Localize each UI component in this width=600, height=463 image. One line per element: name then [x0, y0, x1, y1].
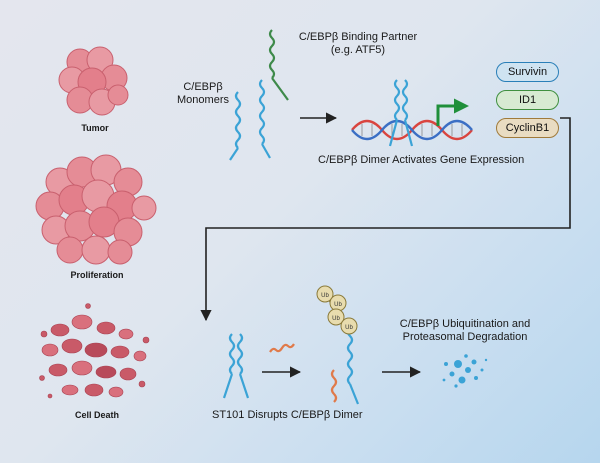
binding-partner-label-line1: C/EBPβ Binding Partner [298, 31, 418, 43]
cell-death-fragments [39, 303, 150, 399]
ubiquitin-label: Ub [321, 293, 329, 299]
proliferation-cell-cluster [35, 154, 157, 265]
monomer-helix-right [258, 79, 271, 159]
disrupt-caption: ST101 Disrupts C/EBPβ Dimer [212, 409, 363, 421]
displaced-peptide-helix [330, 369, 338, 403]
st101-peptide [269, 343, 295, 353]
gene-pill-cyclinb1: CyclinB1 [496, 118, 559, 138]
ubiquitin-label: Ub [345, 325, 353, 331]
transcription-arrow [436, 98, 469, 126]
gene-pill-survivin: Survivin [496, 62, 559, 82]
degradation-caption: C/EBPβ Ubiquitination and Proteasomal De… [390, 318, 540, 344]
ubiquitinated-monomer-helix [346, 327, 360, 405]
proliferation-label: Proliferation [70, 270, 124, 280]
degradation-caption-line1: C/EBPβ Ubiquitination and [399, 318, 531, 330]
binding-partner-helix [268, 29, 289, 101]
monomers-label: C/EBPβ Monomers [168, 81, 238, 107]
gene-name: ID1 [518, 94, 537, 106]
cell-death-label: Cell Death [74, 410, 119, 420]
ubiquitin-label: Ub [332, 316, 340, 322]
gene-pill-id1: ID1 [496, 90, 559, 110]
binding-partner-label: C/EBPβ Binding Partner (e.g. ATF5) [288, 31, 428, 57]
gene-name: Survivin [507, 66, 548, 78]
monomers-label-line2: Monomers [177, 94, 229, 106]
dna-double-helix [351, 119, 473, 141]
dimer-helix-on-dna [388, 79, 414, 147]
monomers-label-line1: C/EBPβ [183, 81, 223, 93]
binding-partner-label-line2: (e.g. ATF5) [330, 44, 386, 56]
monomer-helix-left [229, 91, 242, 161]
ubiquitin-chain: Ub Ub Ub Ub [316, 285, 358, 335]
ubiquitin-label: Ub [334, 302, 342, 308]
tumor-label: Tumor [81, 123, 109, 133]
gene-name: CyclinB1 [505, 122, 550, 134]
degraded-fragments [442, 354, 488, 388]
degradation-caption-line2: Proteasomal Degradation [402, 331, 528, 343]
flow-connector-arrow [200, 117, 571, 322]
bottom-dimer-helix [222, 333, 250, 399]
dimer-caption: C/EBPβ Dimer Activates Gene Expression [318, 154, 525, 166]
tumor-cell-cluster [58, 46, 129, 116]
